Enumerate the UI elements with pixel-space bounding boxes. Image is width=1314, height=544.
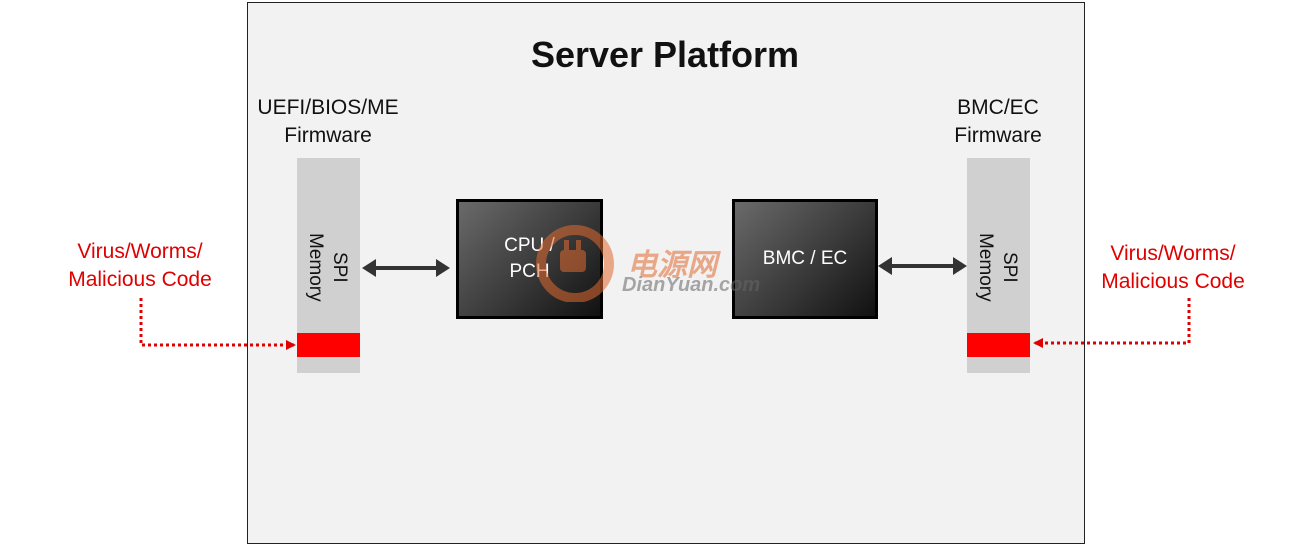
left-threat-line2: Malicious Code — [68, 268, 212, 291]
right-spi-line1: SPI — [999, 251, 1020, 283]
right-firmware-label: BMC/EC Firmware — [938, 94, 1058, 150]
right-firmware-line1: BMC/EC — [957, 96, 1039, 119]
left-infected-region — [297, 333, 360, 357]
diagram-title: Server Platform — [530, 34, 800, 75]
watermark: 电源网 DianYuan.com — [530, 222, 810, 302]
bmc-ec-chip: BMC / EC — [732, 199, 878, 319]
right-spi-line2: Memory — [975, 232, 996, 302]
watermark-en: DianYuan.com — [622, 274, 761, 296]
left-spi-line1: SPI — [329, 251, 350, 283]
right-attack-arrow — [1033, 298, 1191, 348]
bmc-chip-label: BMC / EC — [762, 248, 848, 269]
left-bidirectional-arrow — [362, 259, 450, 277]
right-threat-line2: Malicious Code — [1101, 270, 1245, 293]
right-firmware-line2: Firmware — [954, 124, 1042, 147]
left-attack-arrow — [139, 298, 296, 350]
right-threat-line1: Virus/Worms/ — [1110, 242, 1236, 265]
server-platform-box — [247, 2, 1085, 544]
left-firmware-line2: Firmware — [284, 124, 372, 147]
left-firmware-line1: UEFI/BIOS/ME — [257, 96, 399, 119]
right-infected-region — [967, 333, 1030, 357]
watermark-cn: 电源网 — [627, 249, 717, 282]
right-threat-label: Virus/Worms/ Malicious Code — [1083, 240, 1263, 296]
connector-layer — [139, 257, 1191, 350]
left-spi-line2: Memory — [305, 232, 326, 302]
watermark-logo-icon — [536, 225, 614, 302]
left-spi-memory-label: SPI Memory — [303, 222, 351, 312]
left-firmware-label: UEFI/BIOS/ME Firmware — [248, 94, 408, 150]
left-threat-label: Virus/Worms/ Malicious Code — [50, 238, 230, 294]
right-bidirectional-arrow — [878, 257, 967, 275]
right-spi-memory-label: SPI Memory — [973, 222, 1021, 312]
left-threat-line1: Virus/Worms/ — [77, 240, 203, 263]
